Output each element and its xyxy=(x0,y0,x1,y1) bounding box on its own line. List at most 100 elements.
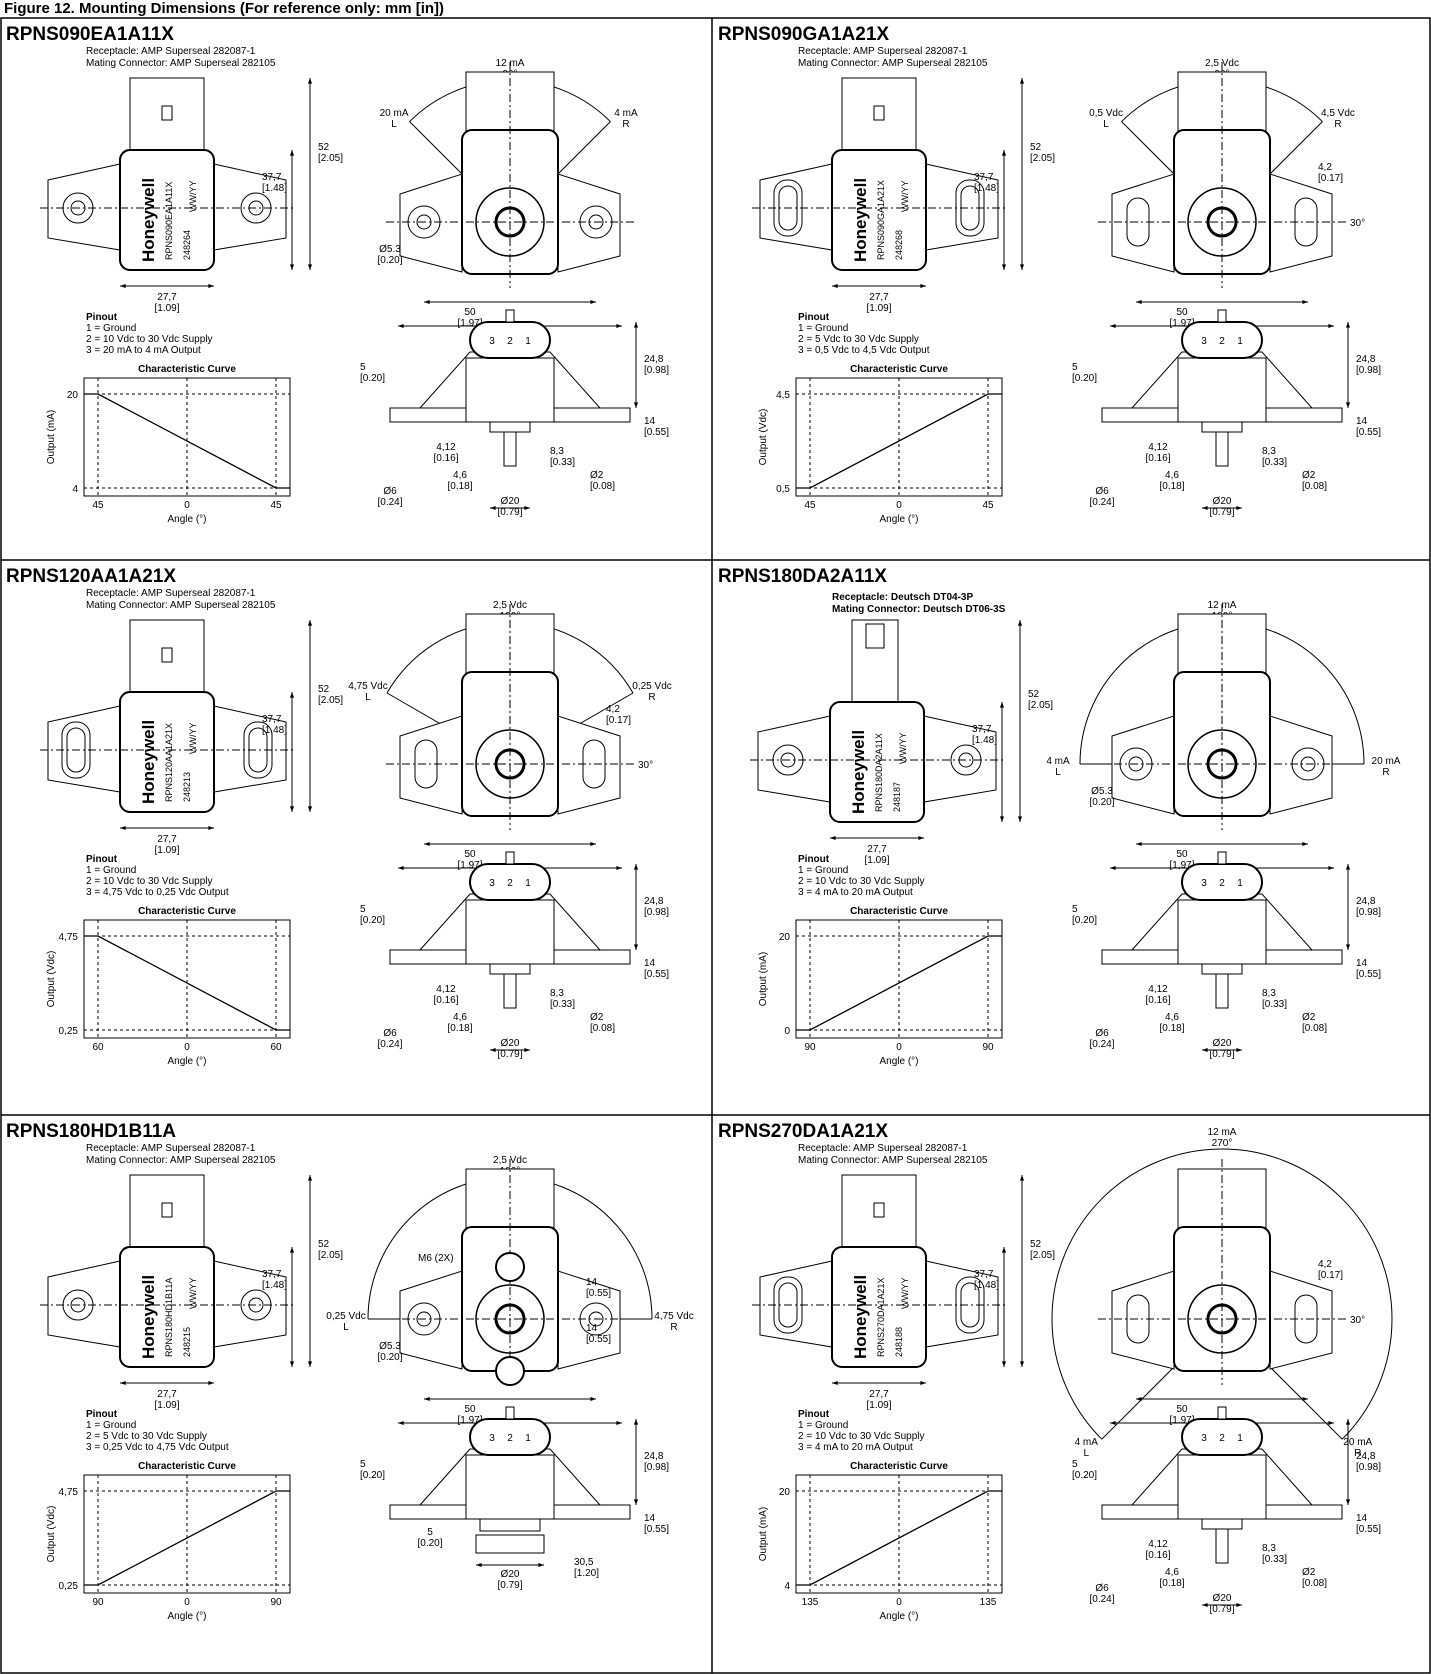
curve-xtick: 135 xyxy=(980,1597,997,1608)
dim-pitch-arrow xyxy=(424,1396,430,1402)
arc-right-dir: R xyxy=(670,1322,677,1333)
curve-xtick: 0 xyxy=(184,1042,190,1053)
dim-height-total-arrow xyxy=(1019,78,1025,84)
curve-ylabel: Output (mA) xyxy=(758,1507,769,1561)
figure-caption: Figure 12. Mounting Dimensions (For refe… xyxy=(4,0,445,17)
dim-side-base-in: [0.55] xyxy=(644,427,669,438)
dim-height-total-arrow xyxy=(1017,816,1023,822)
dim-height-body-arrow xyxy=(999,702,1005,708)
brand-logo: Honeywell xyxy=(139,178,158,262)
rotation-arc xyxy=(1051,1148,1393,1440)
pinout-line: 1 = Ground xyxy=(798,865,848,876)
dim-shaft-b: 4,6 xyxy=(1165,1012,1179,1023)
dim-side-base: 14 xyxy=(1356,1513,1368,1524)
curve-xtick: 135 xyxy=(802,1597,819,1608)
arc-left-dir: L xyxy=(1055,767,1061,778)
side-body xyxy=(465,357,555,423)
connector-key xyxy=(161,1202,173,1218)
dim-shaft-d: Ø2 xyxy=(1302,1567,1316,1578)
dim-height-body-arrow xyxy=(289,264,295,270)
side-key xyxy=(505,1406,515,1420)
dim-shaft-f-text-in: [0.79] xyxy=(497,1049,522,1060)
dim-shaft-d-in: [0.08] xyxy=(1302,1578,1327,1589)
connector-key xyxy=(873,1202,885,1218)
pin-number: 2 xyxy=(1219,1433,1225,1444)
pinout-line: 1 = Ground xyxy=(798,1420,848,1431)
dim-side-top: 5 xyxy=(1072,1459,1078,1470)
dim-side-h-arrow xyxy=(633,1419,639,1425)
pinout-line: 3 = 4,75 Vdc to 0,25 Vdc Output xyxy=(86,887,229,898)
dim-side-h-text-in: [0.98] xyxy=(1356,365,1381,376)
dim-side-top-in: [0.20] xyxy=(1072,373,1097,384)
curve-xtick: 0 xyxy=(184,500,190,511)
dim-height-body-arrow xyxy=(289,1247,295,1253)
mating-connector-text: Mating Connector: AMP Superseal 282105 xyxy=(86,1155,276,1166)
dim-shaft-f-arrow xyxy=(1202,1047,1208,1053)
dim-side-h-arrow xyxy=(1345,322,1351,328)
dim-pitch-arrow xyxy=(590,841,596,847)
dim-side-top: 5 xyxy=(360,904,366,915)
dim-shaft-e: Ø6 xyxy=(383,1028,397,1039)
side-key xyxy=(1217,1406,1227,1420)
dim-overall-arrow xyxy=(1110,865,1116,871)
dim-width-body-text-in: [1.09] xyxy=(154,1400,179,1411)
dim-height-total-text: 52 xyxy=(318,684,330,695)
dim-pitch-text: 50 xyxy=(1176,849,1188,860)
dim-overall-arrow xyxy=(1110,323,1116,329)
pinout-line: 1 = Ground xyxy=(86,323,136,334)
dim-shaft-c: 8,3 xyxy=(1262,988,1276,999)
dim-shaft-d: Ø2 xyxy=(590,1012,604,1023)
dim-pitch-arrow xyxy=(424,841,430,847)
body-date-code: WW/YY xyxy=(900,1278,910,1310)
dim-shaft-a: 4,12 xyxy=(1148,984,1168,995)
curve-ylabel: Output (Vdc) xyxy=(758,409,769,466)
body-part-number: RPNS120AA1A21X xyxy=(164,723,174,802)
connector-key xyxy=(873,105,885,121)
curve-title: Characteristic Curve xyxy=(850,1461,948,1472)
dim-pitch-text: 50 xyxy=(464,307,476,318)
dim-pitch-text-in: [1.97] xyxy=(1169,318,1194,329)
pin-number: 2 xyxy=(507,336,513,347)
pinout-line: 3 = 4 mA to 20 mA Output xyxy=(798,887,913,898)
dim-pitch-text-in: [1,97] xyxy=(1169,860,1194,871)
dim-height-body-text: 37,7 xyxy=(974,1269,994,1280)
dim-width-body-arrow xyxy=(208,283,214,289)
dim-overall-arrow xyxy=(616,1420,622,1426)
dim-shaft-f-arrow xyxy=(490,1047,496,1053)
dim-height-total-arrow xyxy=(307,78,313,84)
dim-side-base: 14 xyxy=(644,958,656,969)
dim-overall-arrow xyxy=(616,865,622,871)
dim-side-top-in: [0.20] xyxy=(1072,915,1097,926)
dim-height-body-arrow xyxy=(1001,1361,1007,1367)
dim-height-body-text: 37,7 xyxy=(262,172,282,183)
side-shaft xyxy=(503,973,517,1009)
dim-height-total-arrow xyxy=(1017,620,1023,626)
dim-height-total-text: 52 xyxy=(1030,1239,1042,1250)
dim-shaft-c-in: [0.33] xyxy=(1262,457,1287,468)
arc-right-value: 20 mA xyxy=(1372,756,1401,767)
curve-ytick: 4,5 xyxy=(776,390,790,401)
dim-shaft-a-in: [0.16] xyxy=(1145,1550,1170,1561)
dim-side-top-in: [0.20] xyxy=(360,373,385,384)
pin-number: 1 xyxy=(1237,878,1243,889)
dim-height-total-text-in: [2.05] xyxy=(1028,700,1053,711)
curve-title: Characteristic Curve xyxy=(138,1461,236,1472)
pinout-title: Pinout xyxy=(798,854,830,865)
dim-side-top-in: [0.20] xyxy=(1072,1470,1097,1481)
outer-border xyxy=(0,17,1431,1674)
dim-shaft-d: Ø2 xyxy=(1302,470,1316,481)
dim-shaft-e: Ø6 xyxy=(1095,1028,1109,1039)
dim-shaft-f-text: Ø20 xyxy=(1213,496,1232,507)
body-date-code: WW/YY xyxy=(188,1278,198,1310)
dim-shaft-e-in: [0.24] xyxy=(1089,1594,1114,1605)
dim-side-h-text-in: [0.98] xyxy=(1356,907,1381,918)
dim-pitch-arrow xyxy=(424,299,430,305)
side-shaft xyxy=(1215,431,1229,467)
